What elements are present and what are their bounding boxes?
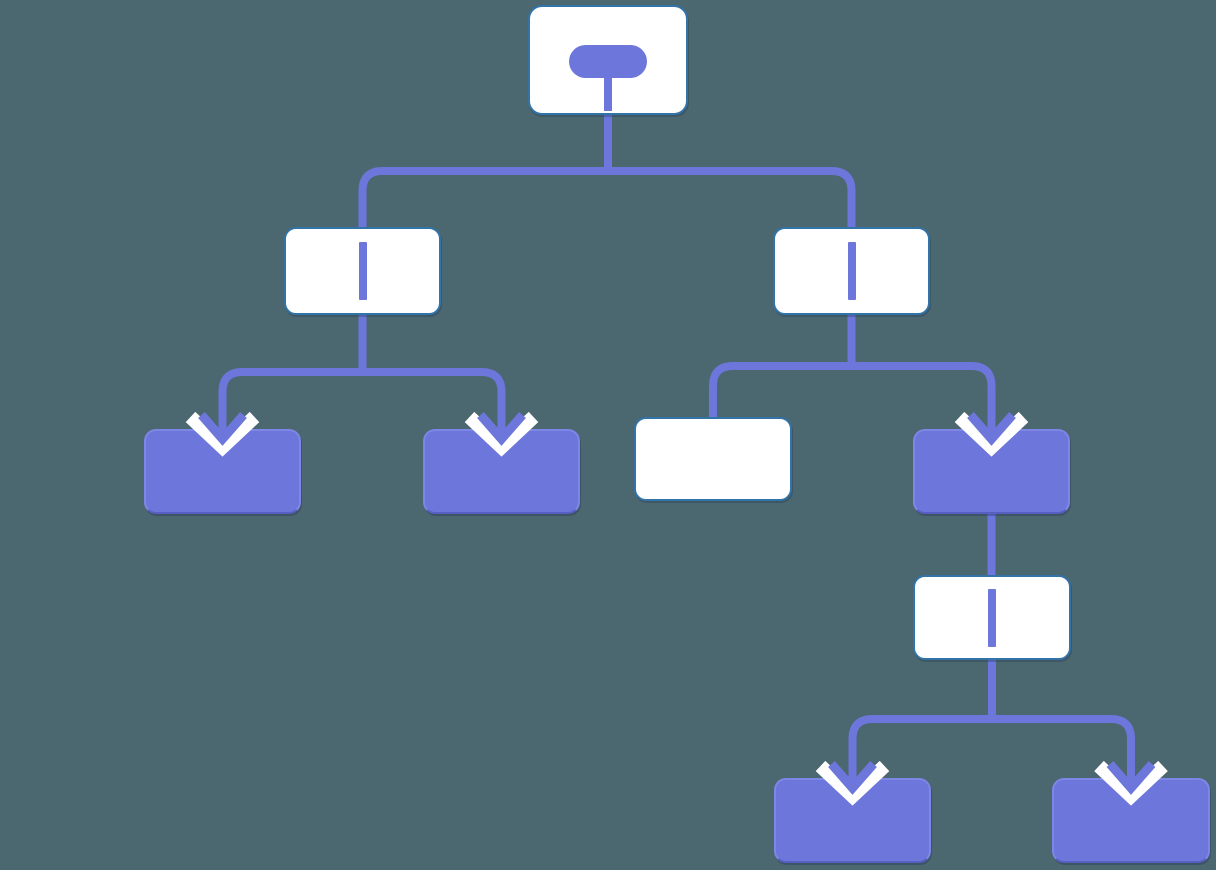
node-leaf-b[interactable] [423,429,580,514]
node-node-plain[interactable] [634,417,792,501]
node-leaf-a[interactable] [144,429,301,514]
node-branch-right[interactable] [773,227,930,315]
node-leaf-d[interactable] [1052,778,1210,863]
node-branch-lower[interactable] [913,575,1071,660]
node-branch-left[interactable] [284,227,441,315]
root-pill-stem [604,75,612,111]
node-leaf-c[interactable] [774,778,931,863]
divider-line [988,588,996,647]
divider-line [847,242,856,300]
root-pill-icon [569,45,647,78]
node-node-solid[interactable] [913,429,1070,514]
divider-line [358,242,367,300]
node-root[interactable] [528,5,688,115]
